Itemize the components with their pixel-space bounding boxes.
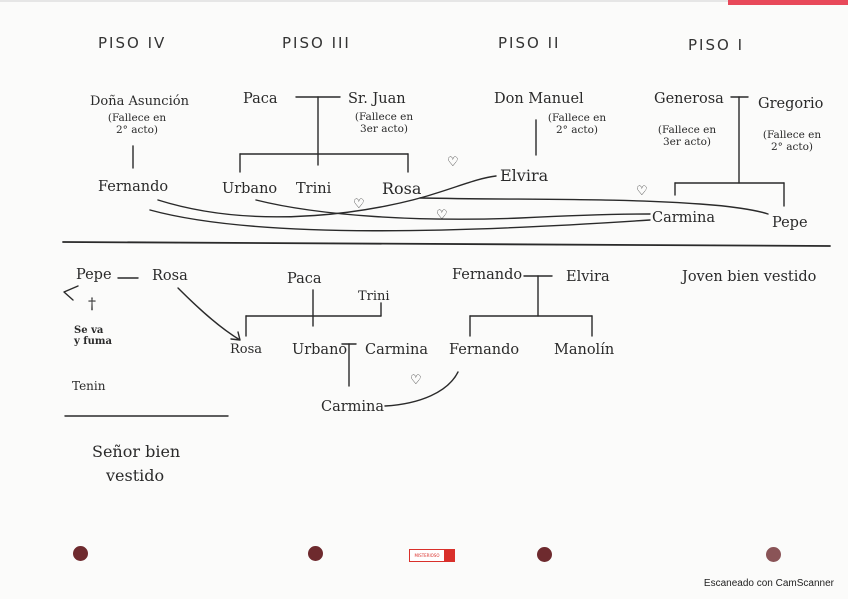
senor-line-1: Señor bien (92, 442, 181, 461)
urbano-lower-name: Urbano (292, 342, 348, 358)
binder-hole (766, 547, 781, 562)
manuel-note-line-1: (Fallece en (547, 112, 607, 124)
heart-icon: ♡ (353, 197, 365, 212)
elvira-name: Elvira (500, 166, 549, 185)
floor-heading-ii: PISO II (498, 34, 561, 52)
manolin-name: Manolín (554, 342, 615, 358)
notebook-brand-logo: MISTERIOSO (409, 549, 455, 562)
generosa-note-line-1: (Fallece en (657, 124, 717, 136)
fernando-name: Fernando (98, 179, 169, 195)
heart-icon: ♡ (636, 184, 648, 199)
fernando-lower-name: Fernando (452, 267, 523, 283)
heart-icon: ♡ (447, 155, 459, 170)
rosa-lower-name: Rosa (152, 268, 188, 284)
rosa-arrow (177, 287, 241, 341)
scribble-line-2: y fuma (74, 335, 112, 347)
generosa-note: (Fallece en 3er acto) (648, 124, 726, 148)
generosa-name: Generosa (654, 91, 724, 107)
urbano-carmina-curve (255, 199, 651, 220)
pepe-arrow (63, 285, 79, 301)
heart-icon: ♡ (436, 208, 448, 223)
heart-icon: ♡ (410, 373, 422, 388)
top-edge (0, 0, 848, 2)
pepe-name: Pepe (772, 215, 808, 231)
paca-lower-name: Paca (287, 271, 322, 287)
rosa-name: Rosa (382, 179, 422, 198)
brand-logo-text: MISTERIOSO (409, 549, 445, 562)
floor-heading-iv: PISO IV (98, 34, 167, 52)
juan-note-line-1: (Fallece en (354, 111, 414, 123)
gregorio-note: (Fallece en 2° acto) (756, 129, 828, 153)
rosa-lower-2-name: Rosa (230, 342, 263, 357)
carmina-fernando-curve (384, 371, 459, 407)
manuel-note-line-2: 2° acto) (555, 123, 599, 136)
fernando-carmina-curve (149, 209, 651, 232)
urbano-name: Urbano (222, 181, 278, 197)
binder-hole (73, 546, 88, 561)
asuncion-note: (Fallece en 2° acto) (94, 112, 180, 136)
tenin-scribble: Tenin (72, 379, 106, 393)
asuncion-note-line-1: (Fallece en (107, 112, 167, 124)
senor-line-2: vestido (106, 466, 165, 485)
generosa-note-line-2: 3er acto) (662, 135, 712, 148)
juan-note-line-2: 3er acto) (359, 122, 409, 135)
gregorio-name: Gregorio (758, 96, 824, 112)
fernando-jr-name: Fernando (449, 342, 520, 358)
paca-name: Paca (243, 91, 278, 107)
carmina-lower-name: Carmina (365, 342, 429, 358)
trini-name: Trini (296, 181, 332, 197)
manuel-name: Don Manuel (494, 91, 584, 107)
gregorio-note-line-1: (Fallece en (762, 129, 822, 141)
carmina-name: Carmina (652, 210, 716, 226)
senor-label: Señor bien vestido (92, 440, 180, 488)
floor-heading-iii: PISO III (282, 34, 351, 52)
juan-name: Sr. Juan (348, 91, 406, 107)
floor-heading-i: PISO I (688, 36, 744, 54)
asuncion-name: Doña Asunción (90, 94, 189, 109)
rosa-pepe-curve (419, 197, 769, 215)
carmina-child-name: Carmina (321, 399, 385, 415)
fernando-elvira-curve (157, 175, 497, 218)
gregorio-note-line-2: 2° acto) (770, 140, 814, 153)
camscanner-watermark: Escaneado con CamScanner (703, 578, 834, 589)
binder-hole (537, 547, 552, 562)
trini-lower-name: Trini (358, 289, 390, 304)
binder-hole (308, 546, 323, 561)
scribble-note: Se va y fuma (74, 325, 112, 347)
juan-note: (Fallece en 3er acto) (344, 111, 424, 135)
cross-mark: † (88, 294, 96, 313)
brand-logo-mark (444, 549, 455, 562)
asuncion-note-line-2: 2° acto) (115, 123, 159, 136)
act-divider (62, 241, 831, 247)
pink-tab (728, 0, 848, 5)
pepe-lower-name: Pepe (76, 267, 112, 283)
elvira-lower-name: Elvira (566, 269, 610, 285)
scribble-line-1: Se va (74, 325, 104, 336)
joven-label: Joven bien vestido (682, 269, 817, 285)
manuel-note: (Fallece en 2° acto) (540, 112, 614, 136)
